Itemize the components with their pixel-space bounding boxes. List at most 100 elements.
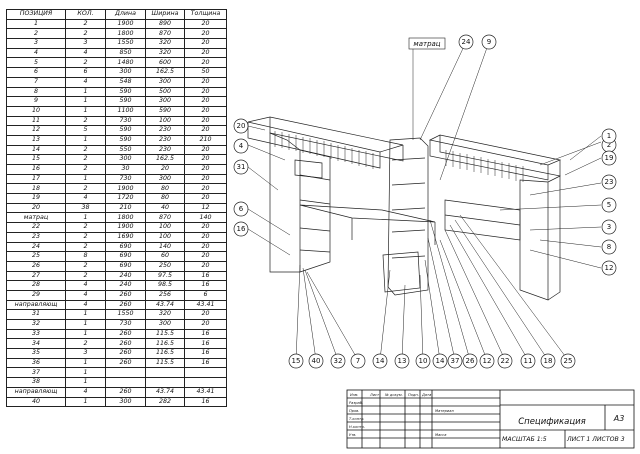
- callout-number: 20: [237, 122, 246, 130]
- title-row-developed: Разраб.: [349, 401, 363, 405]
- callout-circle: [233, 138, 249, 154]
- callout-number: 37: [451, 357, 460, 365]
- callout-number: 22: [501, 357, 510, 365]
- callout-circle: [458, 34, 474, 50]
- furniture-geometry: [247, 116, 562, 301]
- callout-circle: [497, 353, 513, 369]
- callout-circle: [394, 353, 410, 369]
- left-bed-top-rail: [247, 116, 404, 153]
- callout-number: 7: [356, 357, 360, 365]
- right-desk-shelf: [444, 214, 521, 226]
- callout-number: 4: [239, 142, 244, 150]
- left-bed-back-rail: [269, 117, 404, 162]
- callout-number: 15: [292, 357, 301, 365]
- right-desk-panel: [444, 199, 521, 241]
- cell-thickness: 16: [184, 396, 227, 408]
- callout-number: 6: [239, 205, 244, 213]
- callout-number: 14: [376, 357, 385, 365]
- callout-number: 9: [487, 38, 491, 46]
- callout-circle: [601, 128, 617, 144]
- stair-cabinet-outline: [387, 137, 429, 296]
- title-row-tech-control: Т.контр.: [349, 417, 365, 421]
- left-bed-front-rail: [247, 122, 381, 169]
- stair-step-box: [382, 251, 421, 293]
- callout-circle: [233, 118, 249, 134]
- callout-circle: [330, 353, 346, 369]
- title-mass-label: Масса: [435, 433, 446, 437]
- callout-number: 8: [607, 243, 611, 251]
- callout-circle: [601, 219, 617, 235]
- callout-circle: [601, 260, 617, 276]
- callout-circle: [479, 353, 495, 369]
- callout-number: 32: [334, 357, 343, 365]
- desk-legs: [351, 218, 436, 245]
- callout-circle: [462, 353, 478, 369]
- callout-number: 40: [312, 357, 321, 365]
- sheet-format: А3: [613, 414, 625, 423]
- callout-circle: [601, 174, 617, 190]
- callout-number: 19: [605, 154, 614, 162]
- callout-circle: [601, 150, 617, 166]
- left-bed-slats: [274, 131, 374, 169]
- callout-number: 16: [237, 225, 246, 233]
- title-header-date: Дата: [421, 393, 431, 397]
- callout-circle: [233, 159, 249, 175]
- spec-header-row: ПОЗИЦИЯ КОЛ. Длина Ширина Толщина: [6, 9, 227, 20]
- title-header-doc: № докум.: [384, 393, 403, 397]
- scale-label: МАСШТАБ 1:5: [502, 436, 547, 443]
- callout-number: 12: [605, 264, 614, 272]
- document-title: Спецификация: [518, 417, 586, 427]
- callout-circle: [432, 353, 448, 369]
- left-cabinet-side: [269, 132, 301, 273]
- left-cabinet-front: [299, 149, 331, 273]
- callout-circle: [233, 201, 249, 217]
- right-bed-slats: [445, 150, 524, 182]
- callout-number: 24: [462, 38, 471, 46]
- title-block: [346, 389, 635, 449]
- callout-number: 25: [564, 357, 573, 365]
- right-bed-back-rail: [439, 135, 561, 177]
- callout-circle: [540, 353, 556, 369]
- callout-number: 18: [544, 357, 553, 365]
- leader-lines: [247, 41, 602, 361]
- callout-number: 11: [524, 357, 533, 365]
- right-cabinet-front: [519, 179, 549, 301]
- callout-number: 13: [398, 357, 407, 365]
- callout-circle: [520, 353, 536, 369]
- title-material-label: Материал: [435, 409, 454, 413]
- right-cabinet-side: [547, 175, 561, 301]
- callout-number: 23: [605, 178, 614, 186]
- callout-circle: [233, 221, 249, 237]
- mattress-label-box: [408, 37, 446, 50]
- callout-circle: [350, 353, 366, 369]
- callout-number: 2: [607, 141, 611, 149]
- callout-number: 26: [466, 357, 475, 365]
- left-cabinet-shelves: [299, 174, 331, 253]
- title-header-change: Изм.: [350, 393, 358, 397]
- left-drawer-box: [294, 159, 323, 179]
- stair-cabinet-shelves: [391, 157, 426, 259]
- callout-number: 1: [607, 132, 611, 140]
- callout-circle: [560, 353, 576, 369]
- callout-number: 12: [483, 357, 492, 365]
- callout-circle: [601, 197, 617, 213]
- callout-circle: [415, 353, 431, 369]
- sheet-number-label: ЛИСТ 1 ЛИСТОВ 3: [566, 436, 625, 443]
- mattress-label: матрац: [413, 40, 440, 48]
- callout-number: 3: [607, 223, 611, 231]
- callout-circle: [601, 239, 617, 255]
- title-header-sheet: Лист: [369, 393, 380, 397]
